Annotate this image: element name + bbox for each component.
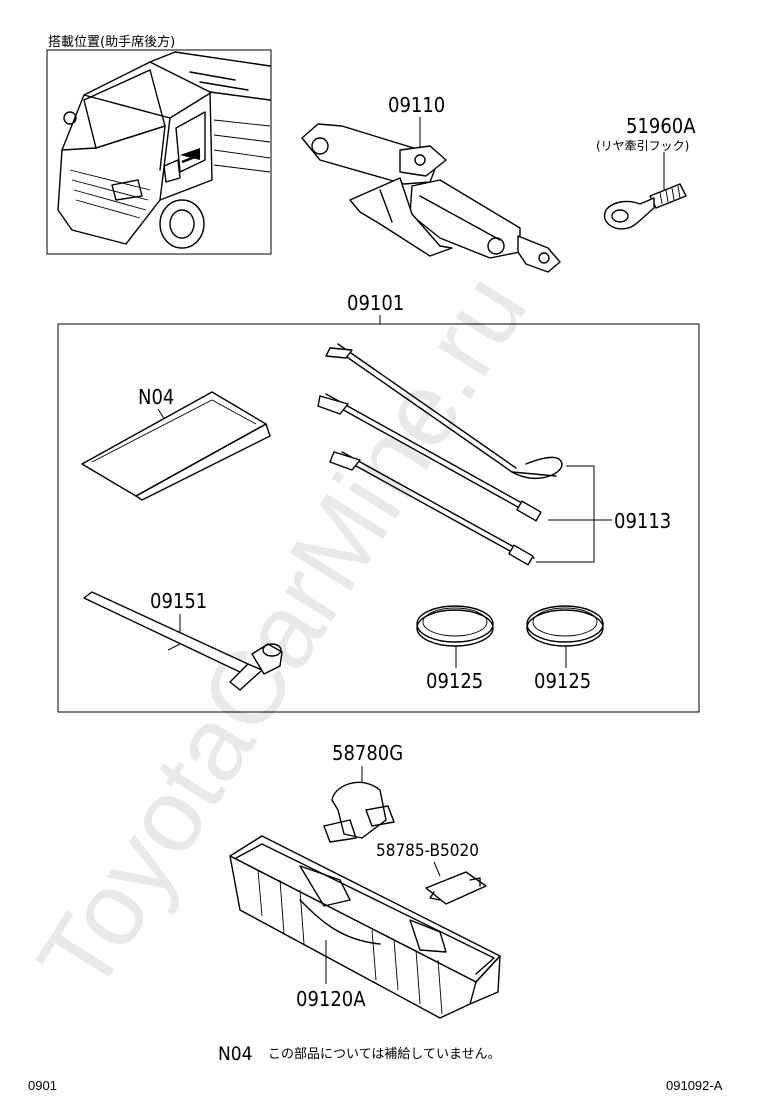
inset-frame xyxy=(46,49,272,255)
truck-illustration xyxy=(57,51,271,249)
tool-set-frame xyxy=(57,323,700,713)
label-clip: 58780G xyxy=(332,741,403,765)
clip-illustration xyxy=(323,781,395,843)
label-band-right: 09125 xyxy=(534,669,591,693)
tow-hook-illustration xyxy=(603,183,687,230)
note-code: N04 xyxy=(218,1043,253,1065)
band-left-illustration xyxy=(416,605,494,647)
label-tow-hook: 51960A xyxy=(626,114,696,138)
label-tow-hook-note: (リヤ牽引フック) xyxy=(596,138,689,153)
plate-illustration xyxy=(425,871,487,905)
band-right-illustration xyxy=(526,605,604,647)
label-plate: 58785-B5020 xyxy=(376,841,479,861)
footer-left: 0901 xyxy=(28,1078,57,1093)
note-text: この部品については補給していません。 xyxy=(268,1047,501,1062)
label-wrench: 09151 xyxy=(150,589,207,613)
label-tool-box: 09120A xyxy=(296,987,366,1011)
label-tool-set: 09101 xyxy=(347,291,404,315)
jack-handles-illustration xyxy=(317,343,563,566)
wrench-illustration xyxy=(83,591,283,691)
jack-illustration xyxy=(301,123,561,273)
inset-caption: 搭載位置(助手席後方) xyxy=(48,34,175,50)
label-jack: 09110 xyxy=(388,93,445,117)
tool-bag-illustration xyxy=(81,391,271,501)
label-tool-bag: N04 xyxy=(138,385,174,409)
label-band-left: 09125 xyxy=(426,669,483,693)
tool-box-illustration xyxy=(229,835,501,1019)
label-jack-handles: 09113 xyxy=(614,509,671,533)
footer-right: 091092-A xyxy=(666,1078,723,1093)
